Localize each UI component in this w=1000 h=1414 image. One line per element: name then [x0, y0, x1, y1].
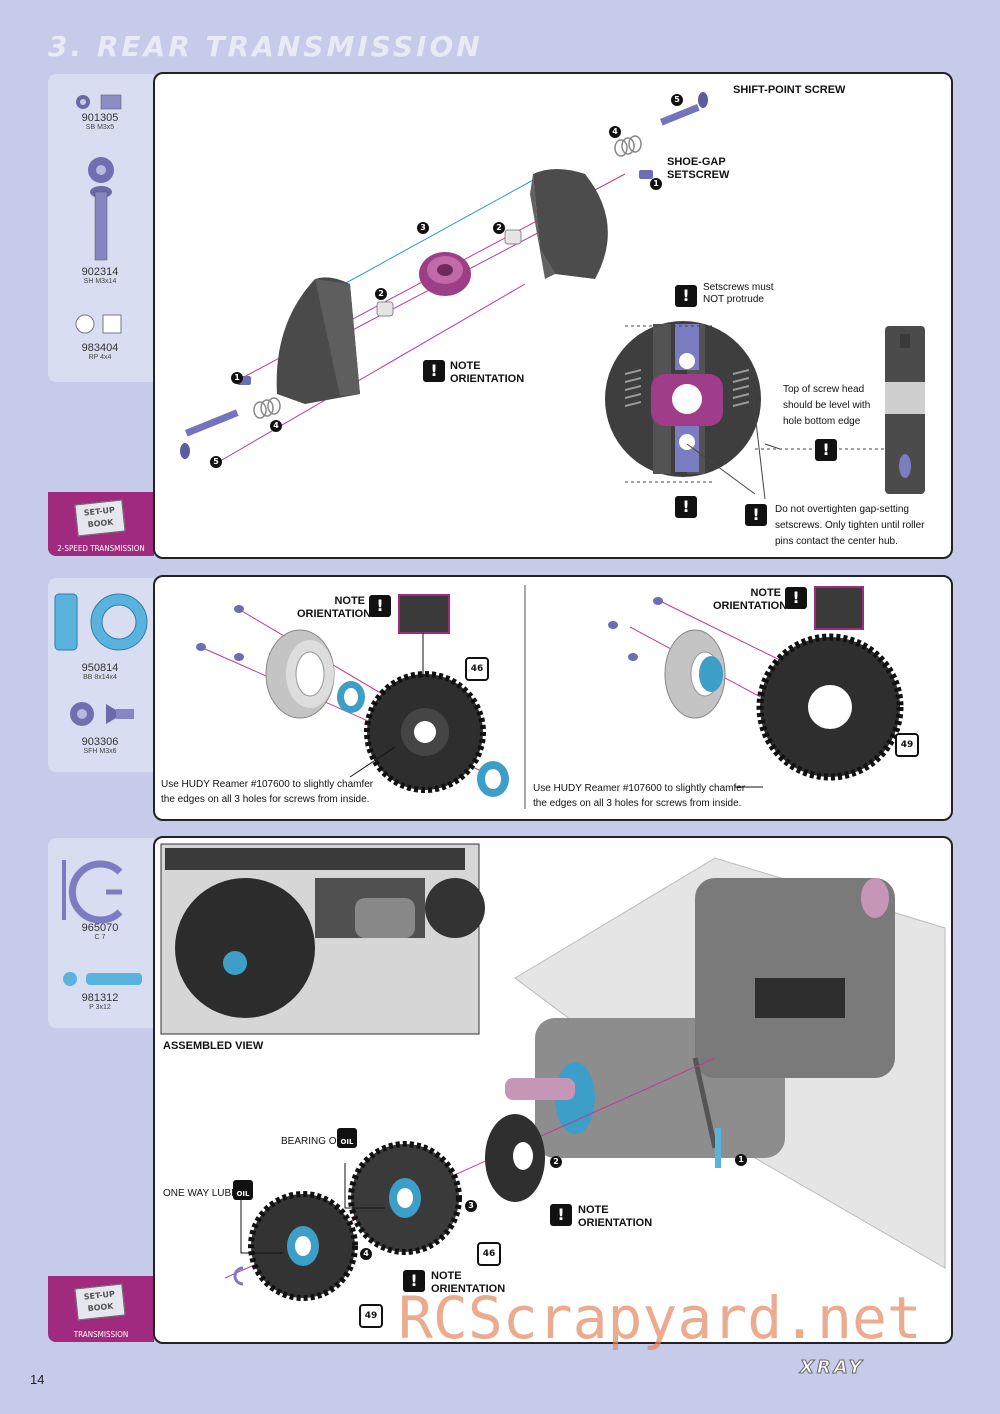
gear-46-badge: 46: [465, 657, 489, 681]
note-orientation-label: NOTE ORIENTATION: [578, 1204, 653, 1229]
transmission-assembly-diagram: [160, 843, 946, 1301]
xray-logo: XRAY: [800, 1357, 865, 1379]
warning-icon: !: [675, 285, 697, 307]
reamer-note: Use HUDY Reamer #107600 to slightly cham…: [533, 783, 746, 809]
warning-icon: !: [423, 360, 445, 382]
warning-icon: !: [675, 496, 697, 518]
gear-assembly-diagram: [196, 585, 904, 809]
setup-book-icon: SET-UP BOOK: [74, 499, 126, 537]
callout-number: 2: [550, 1156, 562, 1168]
callout-number: 1: [650, 178, 662, 190]
pin-icon: [63, 972, 142, 986]
bearing-oil-label: BEARING OIL: [281, 1136, 345, 1147]
clutch-exploded-diagram: [180, 92, 925, 500]
step3-panel: ASSEMBLED VIEW BEARING OIL OIL ONE WAY L…: [153, 836, 953, 1344]
e-clip-icon: [62, 860, 123, 924]
note-orientation-label: NOTE ORIENTATION: [450, 360, 525, 385]
shift-point-screw-label: SHIFT-POINT SCREW: [733, 84, 846, 96]
callout-number: 5: [671, 94, 683, 106]
overtighten-note: Do not overtighten gap-setting setscrews…: [775, 504, 925, 547]
one-way-lube-label: ONE WAY LUBE: [163, 1188, 238, 1199]
gear-46-badge: 46: [477, 1242, 501, 1266]
setup-book-badge-step1: SET-UP BOOK 2-SPEED TRANSMISSION: [48, 492, 154, 556]
oil-icon: OIL: [233, 1180, 253, 1200]
warning-icon: !: [815, 439, 837, 461]
note-orientation-label: NOTE ORIENTATION: [297, 595, 372, 620]
warning-icon: !: [403, 1270, 425, 1292]
shoe-gap-setscrew-label: SHOE-GAP SETSCREW: [667, 156, 730, 181]
roller-pin-icon: [75, 314, 122, 334]
step1-panel: SHIFT-POINT SCREW SHOE-GAP SETSCREW ! NO…: [153, 72, 953, 559]
setup-book-badge-step3: SET-UP BOOK TRANSMISSION: [48, 1276, 154, 1342]
callout-number: 4: [609, 126, 621, 138]
assembled-view-label: ASSEMBLED VIEW: [163, 1040, 264, 1052]
callout-number: 4: [270, 420, 282, 432]
oil-icon: OIL: [337, 1128, 357, 1148]
sfh-screw-icon: [70, 702, 134, 726]
sh-screw-icon: [88, 157, 114, 261]
ball-bearing-icon: [54, 593, 148, 651]
sb-screw-icon: [76, 94, 122, 110]
callout-number: 2: [493, 222, 505, 234]
step2-panel: ! NOTE ORIENTATION ! NOTE ORIENTATION 46…: [153, 575, 953, 821]
page-number: 14: [30, 1372, 45, 1387]
warning-icon: !: [369, 595, 391, 617]
warning-icon: !: [745, 504, 767, 526]
section-title: 3. REAR TRANSMISSION: [48, 30, 483, 63]
callout-number: 2: [375, 288, 387, 300]
callout-number: 4: [360, 1248, 372, 1260]
watermark: RCScrapyard.net: [398, 1284, 922, 1352]
warning-icon: !: [550, 1204, 572, 1226]
callout-number: 3: [465, 1200, 477, 1212]
gear-49-badge: 49: [359, 1304, 383, 1328]
callout-number: 1: [735, 1154, 747, 1166]
warning-icon: !: [785, 587, 807, 609]
callout-number: 5: [210, 456, 222, 468]
reamer-note: Use HUDY Reamer #107600 to slightly cham…: [161, 779, 374, 805]
callout-number: 1: [231, 372, 243, 384]
callout-number: 3: [417, 222, 429, 234]
screw-head-note: Top of screw head should be level with h…: [783, 384, 871, 427]
note-orientation-label: NOTE ORIENTATION: [431, 1270, 506, 1295]
gear-49-badge: 49: [895, 733, 919, 757]
note-orientation-label: NOTE ORIENTATION: [713, 587, 788, 612]
setscrews-note: Setscrews must NOT protrude: [703, 282, 774, 305]
setup-book-icon: SET-UP BOOK: [74, 1283, 126, 1321]
